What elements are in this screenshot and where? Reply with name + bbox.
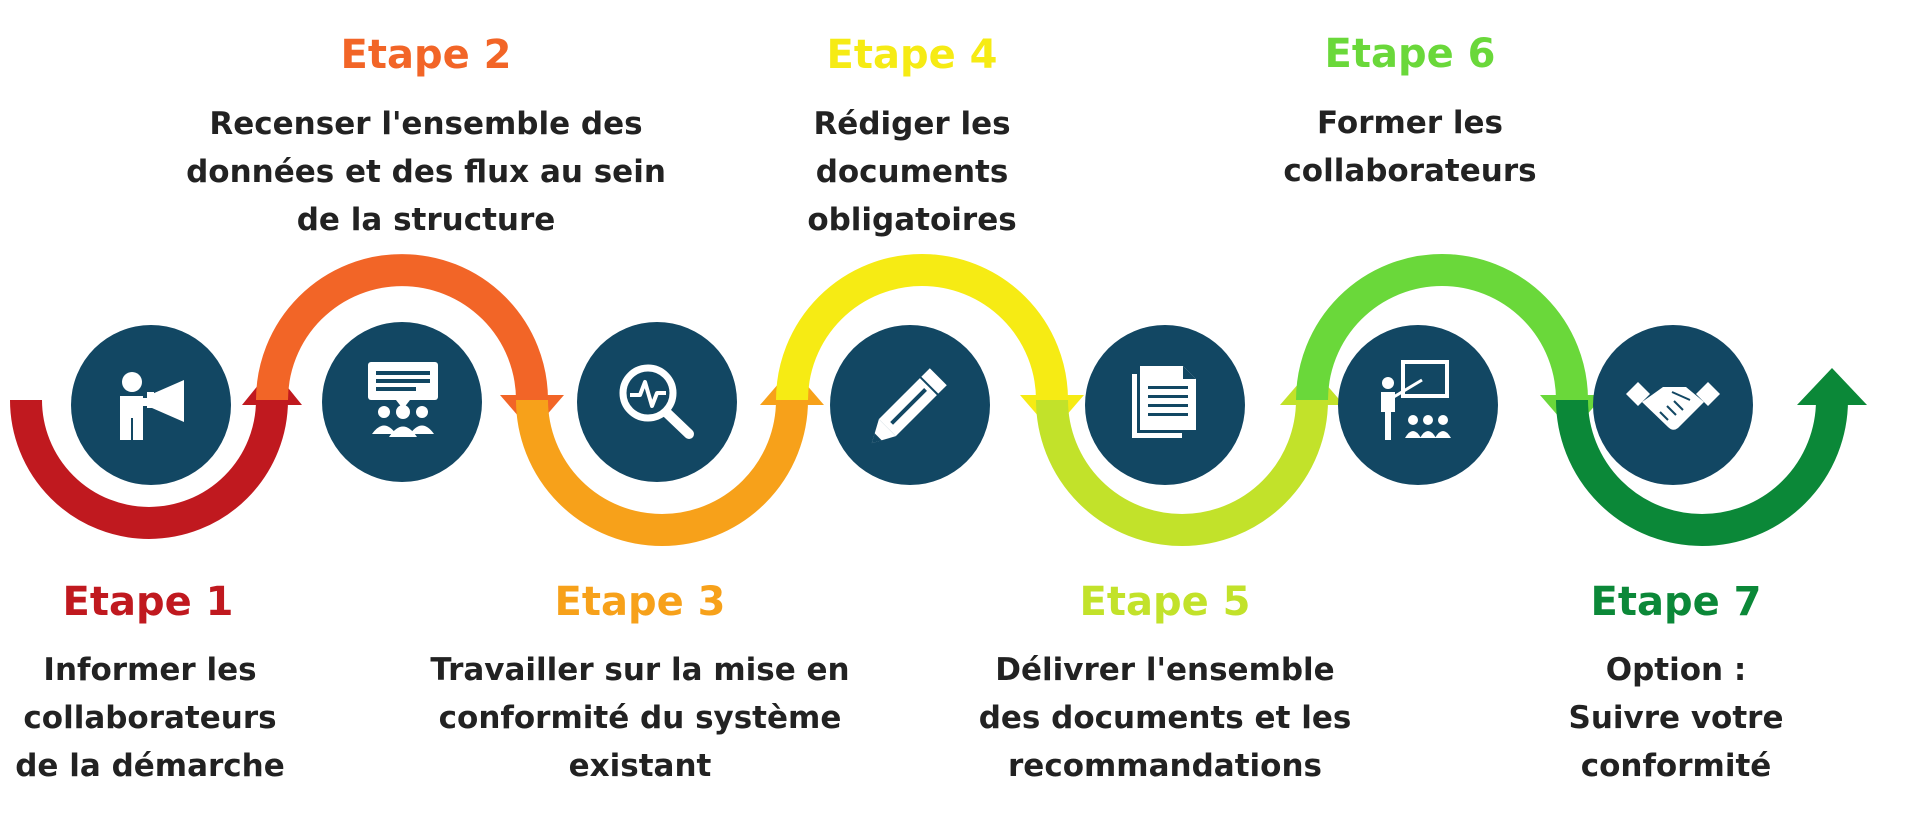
training-presentation-icon bbox=[1381, 360, 1451, 440]
magnifier-analysis-icon bbox=[619, 364, 694, 439]
step-2-title: Etape 2 bbox=[340, 32, 512, 78]
step-4-description: Rédiger les documents obligatoires bbox=[807, 106, 1017, 238]
step-1-arc bbox=[10, 399, 288, 539]
step-3-title: Etape 3 bbox=[554, 579, 726, 625]
step-2-arc bbox=[256, 254, 548, 401]
step-5-description: Délivrer l'ensemble des documents et les… bbox=[978, 652, 1352, 784]
step-7-arc bbox=[1556, 399, 1848, 546]
step-7-description: Option : Suivre votre conformité bbox=[1568, 652, 1784, 784]
step-4-arc bbox=[776, 254, 1068, 401]
step-6-circle bbox=[1338, 325, 1498, 485]
step-6-description: Former les collaborateurs bbox=[1283, 105, 1537, 189]
step-7-arrowhead bbox=[1797, 368, 1867, 405]
step-4-title: Etape 4 bbox=[826, 32, 998, 78]
handshake-icon bbox=[1626, 382, 1720, 430]
step-7-title: Etape 7 bbox=[1590, 579, 1762, 625]
step-3-circle bbox=[577, 322, 737, 482]
step-6-title: Etape 6 bbox=[1324, 31, 1496, 77]
documents-icon bbox=[1132, 366, 1196, 438]
step-2-description: Recenser l'ensemble des données et des f… bbox=[186, 106, 666, 238]
step-6-arc bbox=[1296, 254, 1588, 401]
step-1-description: Informer les collaborateurs de la démarc… bbox=[15, 652, 285, 784]
step-5-title: Etape 5 bbox=[1079, 579, 1251, 625]
pencil-icon bbox=[871, 368, 947, 444]
step-3-arc bbox=[516, 399, 808, 546]
team-meeting-icon bbox=[368, 362, 438, 437]
megaphone-person-icon bbox=[120, 372, 184, 440]
step-1-title: Etape 1 bbox=[62, 579, 234, 625]
step-5-arc bbox=[1036, 399, 1328, 546]
step-3-description: Travailler sur la mise en conformité du … bbox=[430, 652, 850, 784]
